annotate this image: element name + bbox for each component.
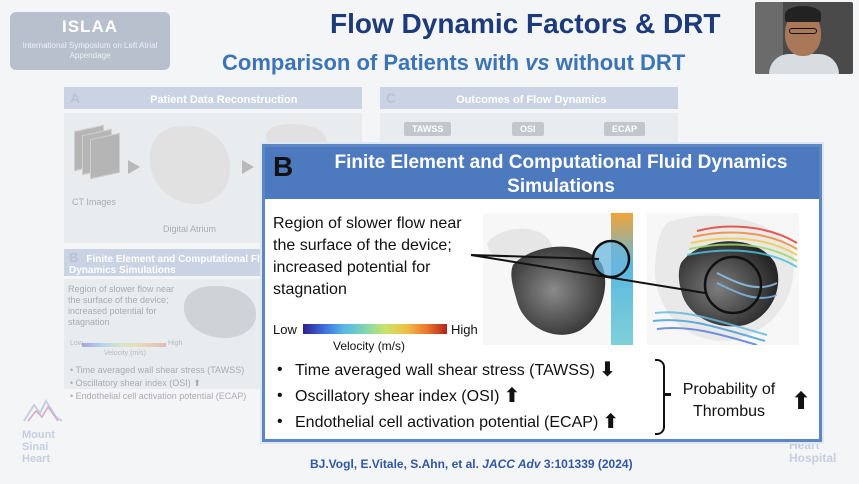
velocity-low-label: Low [273, 322, 297, 337]
heart-hospital-logo: Heart Hospital [789, 438, 837, 465]
panel-b-velocity: Velocity (m/s) [104, 350, 147, 357]
region-description: Region of slower flow near the surface o… [273, 215, 462, 298]
panel-b-text: Region of slower flow near the surface o… [68, 284, 175, 327]
digital-atrium-label: Digital Atrium [163, 224, 217, 234]
ecap-pill: ECAP [604, 122, 646, 136]
slide-title: Flow Dynamic Factors & DRT [330, 8, 721, 39]
presenter-webcam [755, 2, 853, 74]
simulation-image-device [483, 213, 633, 345]
arrow-up-icon: ⬆ [791, 388, 812, 415]
sim-thumbnail [184, 286, 256, 338]
arrow-up-icon: ⬆ [503, 385, 521, 407]
osi-pill: OSI [512, 122, 544, 136]
mount-sinai-logo: Mount Sinai Heart [22, 395, 70, 465]
velocity-colorbar [303, 324, 447, 334]
logo-title: ISLAA [62, 17, 118, 36]
velocity-axis-label: Velocity (m/s) [333, 339, 406, 353]
atrium-model [150, 126, 230, 204]
bracket [655, 359, 665, 435]
panel-b-bullets: • Time averaged wall shear stress (TAWSS… [70, 365, 247, 401]
flow-metrics-list: •Time averaged wall shear stress (TAWSS)… [271, 357, 651, 435]
card-letter: B [273, 151, 294, 182]
panel-b-high: High [168, 340, 183, 347]
panel-b-low: Low [70, 340, 83, 347]
outcome-label: Probability of Thrombus [682, 381, 776, 420]
bracket-tip [663, 393, 671, 396]
citation: BJ.Vogl, E.Vitale, S.Ahn, et al. JACC Ad… [310, 457, 633, 471]
arrow-icon [128, 160, 140, 174]
arrow-down-icon: ⬇ [598, 359, 616, 381]
logo-subtitle: International Symposium on Left Atrial A… [22, 41, 158, 60]
simulation-image-streamlines [647, 213, 799, 345]
velocity-high-label: High [451, 322, 478, 337]
islaa-logo: ISLAA International Symposium on Left At… [10, 12, 170, 70]
card-title: Finite Element and Computational Fluid D… [334, 152, 788, 197]
list-item: •Time averaged wall shear stress (TAWSS)… [277, 359, 616, 381]
list-item: •Endothelial cell activation potential (… [277, 411, 620, 433]
panel-b-velocity-bar [82, 343, 166, 347]
panel-b-zoom-card: B Finite Element and Computational Fluid… [262, 144, 822, 442]
mountain-icon [23, 398, 63, 422]
card-header: B Finite Element and Computational Fluid… [265, 147, 819, 199]
ct-images-label: CT Images [72, 197, 116, 207]
tawss-pill: TAWSS [404, 122, 452, 136]
list-item: •Oscillatory shear index (OSI)⬆ [277, 385, 521, 407]
arrow-icon [242, 160, 254, 174]
arrow-up-icon: ⬆ [602, 411, 620, 433]
slide-subtitle: Comparison of Patients with vs without D… [222, 50, 686, 75]
